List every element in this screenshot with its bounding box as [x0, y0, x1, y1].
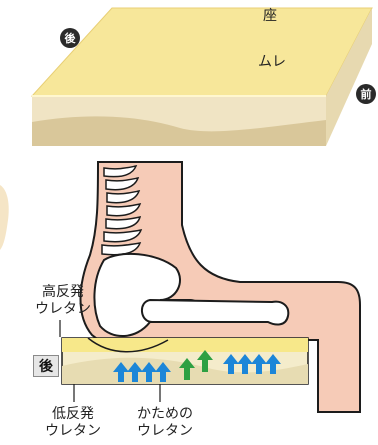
low-resilience-line2: ウレタン	[28, 423, 118, 440]
cropped-text-seat: 座	[263, 8, 277, 25]
cropped-image-edge	[0, 185, 9, 250]
high-resilience-line1: 高反発	[18, 284, 108, 301]
front-badge-top: 前	[356, 84, 376, 104]
low-resilience-urethane-label: 低反発 ウレタン	[28, 406, 118, 440]
firm-urethane-line1: かための	[115, 406, 215, 423]
low-resilience-line1: 低反発	[28, 406, 118, 423]
back-badge-bottom: 後	[33, 355, 59, 377]
cropped-text-stuffy: ムレ	[258, 54, 286, 71]
firm-urethane-label: かための ウレタン	[115, 406, 215, 440]
high-resilience-line2: ウレタン	[18, 301, 108, 318]
top-cushion	[32, 8, 372, 146]
high-resilience-urethane-label: 高反発 ウレタン	[18, 284, 108, 318]
back-badge-top: 後	[60, 28, 80, 48]
firm-urethane-line2: ウレタン	[115, 423, 215, 440]
